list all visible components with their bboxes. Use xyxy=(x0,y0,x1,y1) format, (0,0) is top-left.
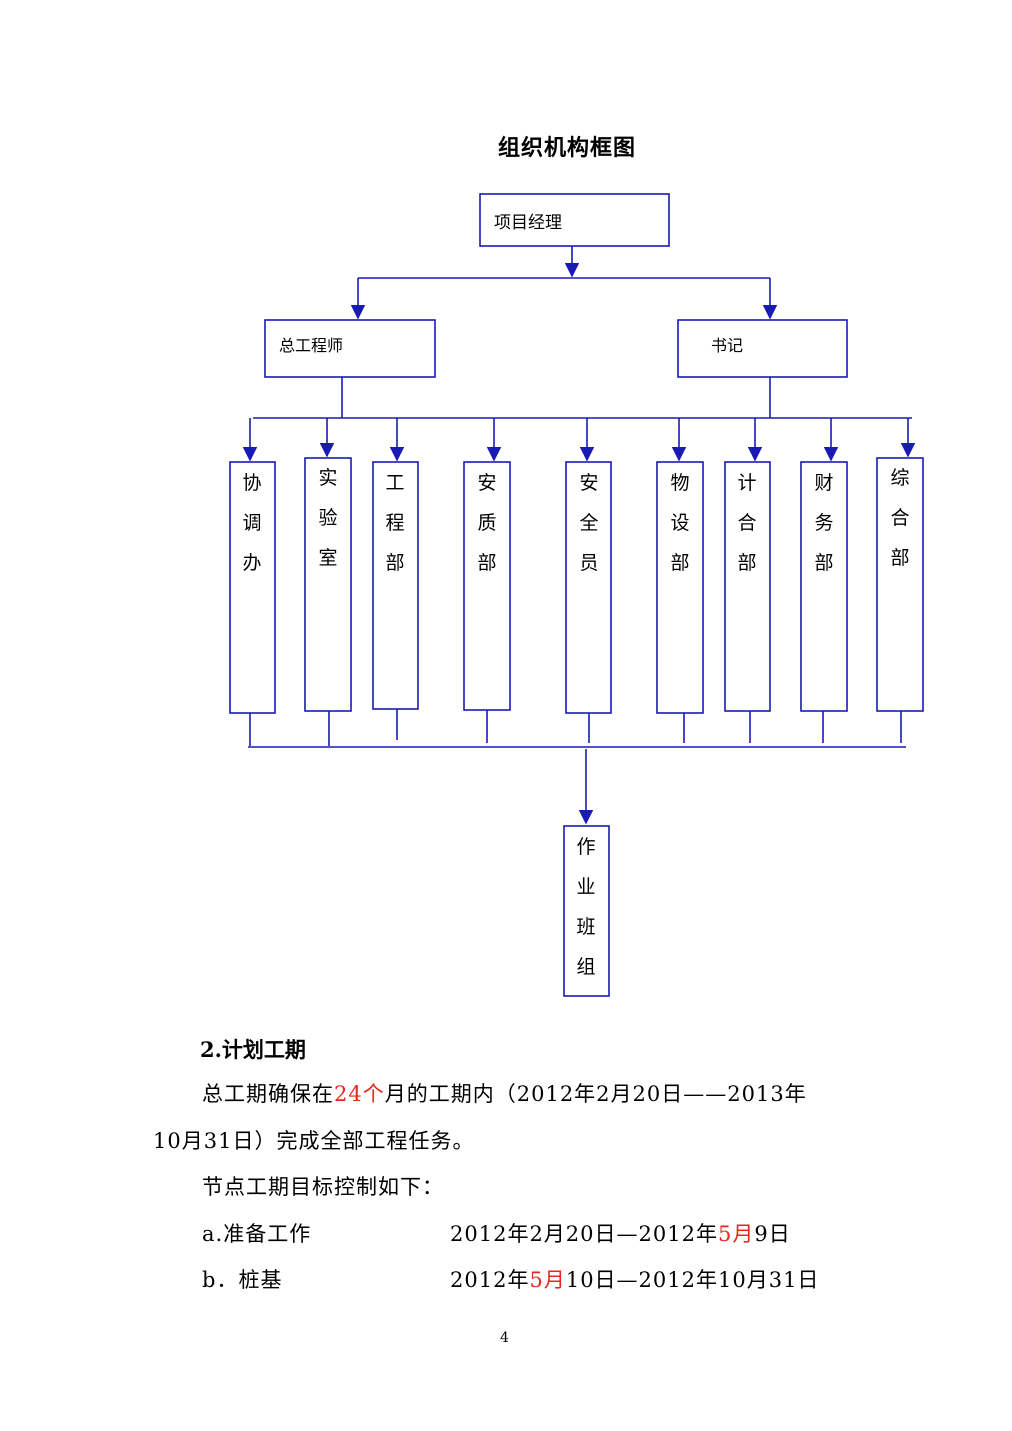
box-top xyxy=(479,193,670,247)
label-work-team: 作 业 班 组 xyxy=(576,836,596,978)
page-number: 4 xyxy=(500,1330,509,1346)
box-dept-6 xyxy=(656,461,704,714)
paragraph-line-1: 总工期确保在24个月的工期内（2012年2月20日——2013年 xyxy=(202,1082,807,1106)
label-chief-engineer: 总工程师 xyxy=(279,336,344,355)
box-dept-9 xyxy=(876,457,924,712)
label-dept-7: 计 合 部 xyxy=(737,472,757,574)
label-secretary: 书记 xyxy=(711,336,744,355)
org-chart xyxy=(229,193,924,997)
box-dept-1 xyxy=(229,461,276,714)
chart-title: 组织机构框图 xyxy=(498,135,637,161)
label-dept-8: 财 务 部 xyxy=(814,472,834,574)
item-b-label: b．桩基 xyxy=(202,1268,283,1292)
item-a-dates: 2012年2月20日—2012年5月9日 xyxy=(450,1222,791,1246)
label-dept-4: 安 质 部 xyxy=(477,472,497,574)
box-dept-7 xyxy=(724,461,771,712)
box-secretary xyxy=(677,319,848,378)
box-dept-3 xyxy=(372,461,419,710)
paragraph-line-2: 10月31日）完成全部工程任务。 xyxy=(153,1129,475,1153)
label-top: 项目经理 xyxy=(494,213,562,233)
label-dept-2: 实 验 室 xyxy=(318,467,338,569)
paragraph-line-3: 节点工期目标控制如下： xyxy=(202,1175,444,1199)
item-b-dates: 2012年5月10日—2012年10月31日 xyxy=(450,1268,820,1292)
label-dept-6: 物 设 部 xyxy=(670,472,690,574)
label-dept-9: 综 合 部 xyxy=(890,467,910,569)
section-heading: 2.计划工期 xyxy=(200,1037,306,1062)
item-a-label: a.准备工作 xyxy=(202,1222,312,1246)
box-dept-8 xyxy=(800,461,848,712)
box-dept-2 xyxy=(304,457,352,712)
label-dept-5: 安 全 员 xyxy=(579,472,599,574)
label-dept-1: 协 调 办 xyxy=(242,472,262,574)
label-dept-3: 工 程 部 xyxy=(385,472,405,574)
red-text-months: 24个 xyxy=(334,1082,385,1106)
box-work-team xyxy=(563,825,610,997)
box-chief-engineer xyxy=(264,319,436,378)
